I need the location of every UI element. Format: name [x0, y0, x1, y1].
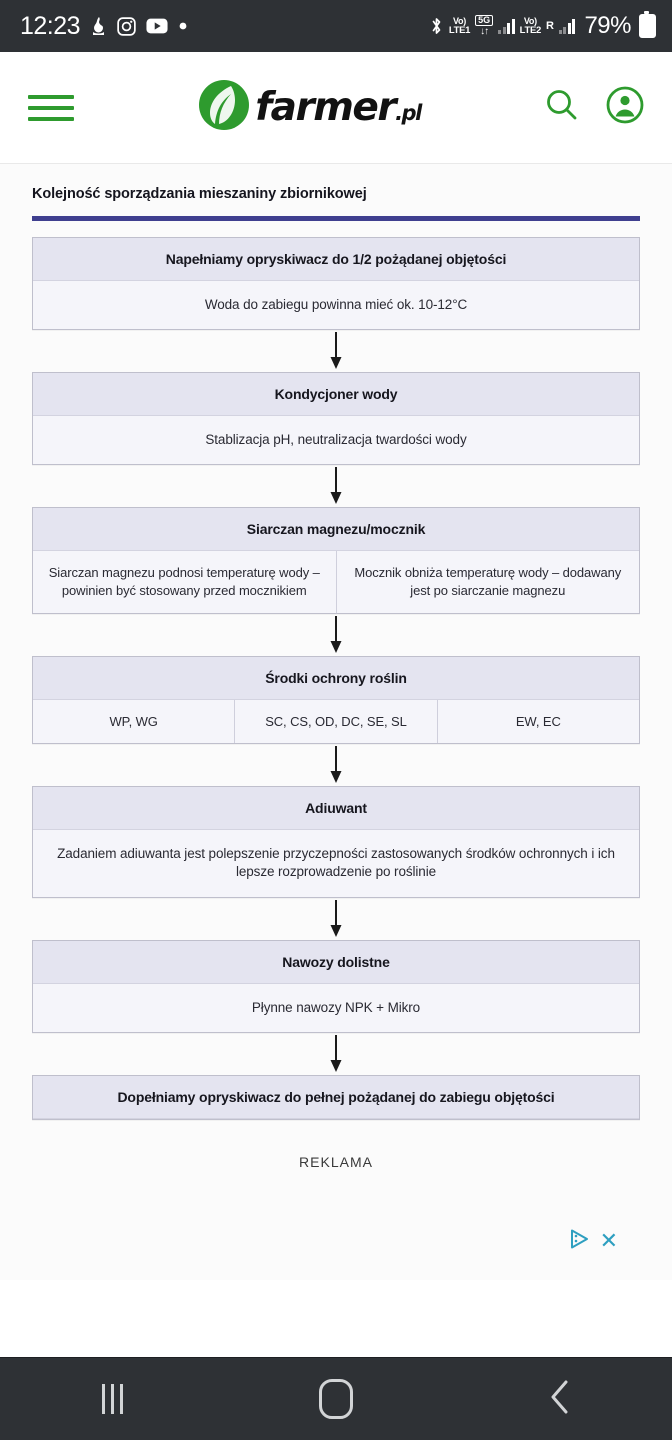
flow-step-body: Woda do zabiegu powinna mieć ok. 10-12°C [204, 297, 468, 312]
flow-step-body: Zadaniem adiuwanta jest polepszenie przy… [57, 846, 615, 880]
flow-step-column: Siarczan magnezu podnosi temperaturę wod… [48, 565, 320, 598]
flow-step-title: Siarczan magnezu/mocznik [33, 508, 639, 552]
flow-step-title: Adiuwant [33, 787, 639, 831]
sim2-volte-label: Vo) [523, 15, 537, 26]
signal-bars-sim1-icon [498, 18, 515, 34]
recents-button[interactable] [52, 1358, 172, 1440]
hamburger-line [28, 116, 74, 121]
site-logo[interactable]: farmer.pl [197, 78, 422, 137]
network-5g-indicator: 5G ↓↑ [475, 15, 494, 37]
flow-arrow [32, 330, 640, 372]
hamburger-line [28, 105, 74, 110]
dot-icon [178, 21, 188, 31]
flow-arrow [32, 1033, 640, 1075]
logo-tld: .pl [395, 101, 422, 125]
flow-step-5: Adiuwant Zadaniem adiuwanta jest polepsz… [32, 786, 640, 898]
sim1-volte-indicator: Vo) LTE1 [448, 15, 471, 36]
flow-step-column: EW, EC [436, 699, 639, 744]
sim1-label: LTE1 [448, 24, 471, 36]
flow-step-7: Dopełniamy opryskiwacz do pełnej pożądan… [32, 1074, 640, 1120]
flow-step-title: Kondycjoner wody [33, 373, 639, 417]
roaming-indicator: R [546, 20, 554, 32]
flow-step-columns: Siarczan magnezu podnosi temperaturę wod… [33, 551, 640, 613]
ad-label: REKLAMA [299, 1153, 373, 1170]
flow-step-2: Kondycjoner wody Stablizacja pH, neutral… [32, 372, 640, 466]
flow-step-column: WP, WG [109, 713, 158, 729]
leaf-logo-icon [197, 78, 251, 137]
flow-arrow [32, 465, 640, 507]
home-button[interactable] [276, 1358, 396, 1440]
flow-step-3: Siarczan magnezu/mocznik Siarczan magnez… [32, 507, 640, 614]
account-icon[interactable] [606, 86, 644, 129]
status-bar-right: Vo) LTE1 5G ↓↑ Vo) LTE2 R 79% [429, 11, 656, 40]
data-arrows-icon: ↓↑ [480, 26, 489, 37]
flow-step-column: Mocznik obniża temperaturę wody – dodawa… [335, 551, 640, 613]
close-icon[interactable]: ✕ [599, 1228, 618, 1254]
logo-name: farmer [255, 85, 396, 130]
flow-step-title: Środki ochrony roślin [33, 656, 639, 700]
header-actions [544, 86, 644, 129]
hamburger-line [28, 94, 74, 99]
sim1-volte-label: Vo) [453, 15, 466, 26]
flow-step-title: Nawozy dolistne [33, 940, 639, 984]
ad-controls: ✕ [569, 1228, 618, 1255]
flow-step-title: Dopełniamy opryskiwacz do pełnej pożądan… [33, 1075, 639, 1119]
article-content: Kolejność sporządzania mieszaniny zbiorn… [0, 164, 672, 1280]
flow-step-body: Stablizacja pH, neutralizacja twardości … [205, 432, 467, 448]
android-nav-bar [0, 1357, 672, 1440]
back-button[interactable] [500, 1358, 620, 1440]
sim2-label: LTE2 [519, 24, 542, 36]
recents-icon [101, 1384, 123, 1414]
site-header: farmer.pl [0, 52, 672, 164]
flow-arrow [32, 898, 640, 940]
flow-step-1: Napełniamy opryskiwacz do 1/2 pożądanej … [32, 237, 640, 331]
figure-title: Kolejność sporządzania mieszaniny zbiorn… [32, 186, 367, 202]
accent-rule [32, 216, 640, 221]
battery-percent-label: 79% [584, 12, 631, 39]
flow-step-body: Płynne nawozy NPK + Mikro [251, 999, 421, 1015]
flow-step-column: SC, CS, OD, DC, SE, SL [234, 699, 436, 744]
status-bar-left: 12:23 [20, 12, 188, 41]
back-icon [547, 1379, 573, 1420]
flow-step-columns: WP, WG SC, CS, OD, DC, SE, SL EW, EC [33, 699, 639, 744]
network-badge: 5G [475, 15, 494, 26]
signal-bars-sim2-icon [558, 18, 576, 34]
hamburger-menu-button[interactable] [28, 88, 74, 128]
logo-wordmark: farmer.pl [255, 85, 422, 130]
ad-slot[interactable]: ✕ [32, 1170, 640, 1280]
home-icon [319, 1379, 353, 1419]
flow-step-6: Nawozy dolistne Płynne nawozy NPK + Mikr… [32, 939, 640, 1033]
flow-arrow [32, 744, 640, 786]
youtube-icon [146, 18, 168, 34]
incense-icon [90, 16, 107, 36]
battery-icon [639, 11, 656, 38]
flow-step-title: Napełniamy opryskiwacz do 1/2 pożądanej … [33, 238, 639, 281]
adchoices-icon[interactable] [569, 1228, 591, 1255]
search-icon[interactable] [544, 87, 580, 128]
flow-step-4: Środki ochrony roślin WP, WG SC, CS, OD,… [32, 655, 640, 745]
status-bar: 12:23 Vo) LTE1 5G ↓↑ Vo) LTE2 [0, 0, 672, 52]
bluetooth-icon [429, 16, 444, 36]
status-clock: 12:23 [20, 11, 81, 40]
instagram-icon [117, 16, 136, 36]
sim2-volte-indicator: Vo) LTE2 [519, 15, 542, 36]
flow-arrow [32, 614, 640, 656]
